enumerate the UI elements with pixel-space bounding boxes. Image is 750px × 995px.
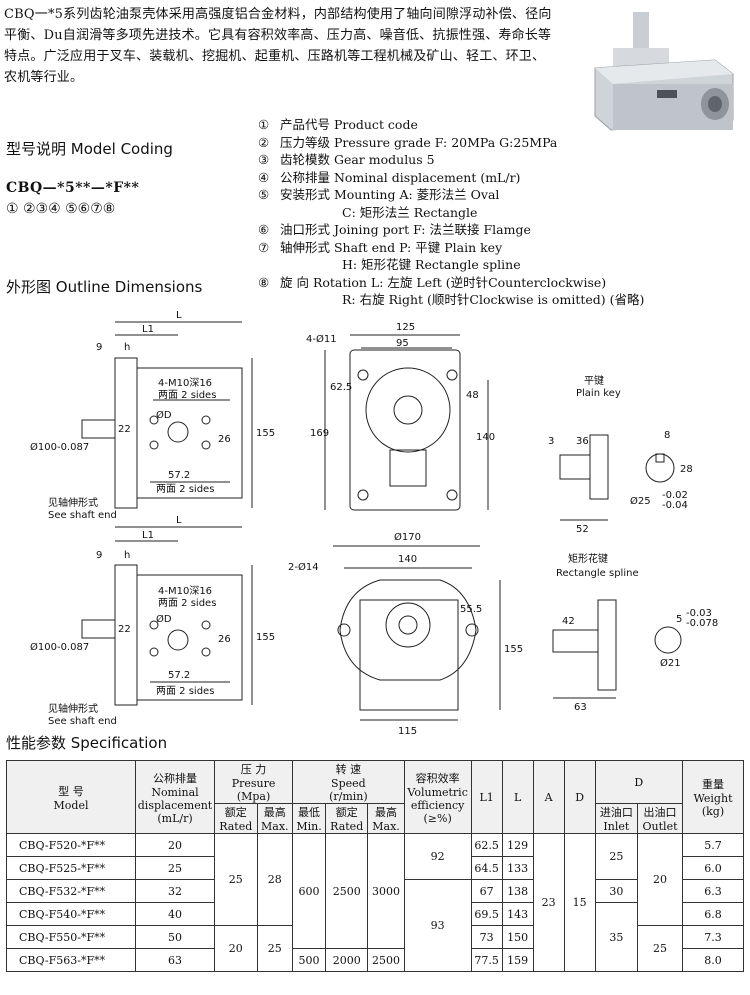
dim-label: h <box>124 550 130 561</box>
table-row: CBQ-F563-*F** 63 500 2000 2500 77.5 159 … <box>6 948 744 972</box>
legend-item: H: 矩形花键 Rectangle spline <box>342 257 521 272</box>
dim-label: Ø21 <box>660 657 681 669</box>
dim-label: 48 <box>466 390 479 401</box>
dim-label: 平键 <box>584 374 604 387</box>
model-code-numbers: ① ②③④ ⑤⑥⑦⑧ <box>6 201 116 217</box>
dim-label: See shaft end <box>48 716 117 727</box>
dim-label: Ø25 <box>630 495 651 507</box>
dim-label: L1 <box>142 530 154 541</box>
dim-label: 125 <box>396 322 415 333</box>
table-row: CBQ-F532-*F** 32 93 67 138 30 6.3 <box>6 879 744 972</box>
dim-label: 3 <box>548 436 554 447</box>
dim-label: 115 <box>398 726 417 737</box>
dim-label: 22 <box>118 424 131 435</box>
dim-label: 42 <box>562 616 575 627</box>
dim-label: Ø170 <box>394 531 421 543</box>
dim-label: L <box>176 515 182 526</box>
intro-paragraph: CBQ一*5系列齿轮油泵壳体采用高强度铝合金材料，内部结构使用了轴向间隙浮动补偿… <box>4 7 552 85</box>
dim-label: 两面 2 sides <box>158 598 216 609</box>
dim-label: ØD <box>156 409 172 421</box>
spec-title: 性能参数 Specification <box>6 734 168 752</box>
dim-label: -0.04 <box>662 500 688 511</box>
dim-label: 155 <box>256 428 275 439</box>
dim-label: h <box>124 342 130 353</box>
dim-label: See shaft end <box>48 510 117 521</box>
dim-label: Plain key <box>576 388 621 399</box>
dim-label: 57.2 <box>168 470 190 481</box>
pump-photo <box>565 8 747 134</box>
dim-label: 22 <box>118 624 131 635</box>
dim-label: 26 <box>218 634 231 645</box>
dim-label: 155 <box>256 632 275 643</box>
outline-title: 外形图 Outline Dimensions <box>6 278 203 296</box>
dim-label: 见轴伸形式 <box>48 496 98 509</box>
dim-label: Ø100-0.087 <box>30 441 89 453</box>
dim-label: -0.02 <box>662 490 688 501</box>
dim-label: -0.03 <box>686 608 712 619</box>
dim-label: -0.078 <box>686 618 718 629</box>
dim-label: 140 <box>476 432 495 443</box>
dim-label: L <box>176 310 182 321</box>
dim-label: 36 <box>576 436 589 447</box>
table-row: CBQ-F520-*F** 20 25 28 600 2500 3000 92 … <box>6 833 744 972</box>
table-row: CBQ-F525-*F** 25 64.5 133 6.0 <box>6 856 744 880</box>
dim-label: ØD <box>156 613 172 625</box>
dim-label: 95 <box>396 338 409 349</box>
dim-label: 9 <box>96 550 102 561</box>
legend-item: R: 右旋 Right (顺时针Clockwise is omitted) (省… <box>342 292 645 307</box>
dim-label: 140 <box>398 554 417 565</box>
dim-label: 两面 2 sides <box>158 390 216 401</box>
dim-label: 矩形花键 <box>568 552 608 565</box>
model-coding-title: 型号说明 Model Coding <box>6 140 173 158</box>
dim-label: Ø100-0.087 <box>30 641 89 653</box>
dim-label: 26 <box>218 434 231 445</box>
dim-label: 55.5 <box>460 604 482 615</box>
dim-label: 4-M10深16 <box>158 377 212 389</box>
dim-label: 5 <box>676 614 682 625</box>
dim-label: 两面 2 sides <box>156 686 214 697</box>
dim-label: 两面 2 sides <box>156 484 214 495</box>
dim-label: 57.2 <box>168 670 190 681</box>
outline-drawing: L L1 9 h 4-M10深16 两面 2 sides ØD 22 26 15… <box>30 310 718 737</box>
dim-label: 52 <box>576 524 589 535</box>
table-row: CBQ-F550-*F** 50 20 25 73 150 25 7.3 <box>6 925 744 972</box>
dim-label: 见轴伸形式 <box>48 702 98 715</box>
dim-label: 155 <box>504 644 523 655</box>
dim-label: 62.5 <box>330 382 352 393</box>
dim-label: Rectangle spline <box>556 568 639 579</box>
dim-label: 8 <box>664 430 670 441</box>
dim-label: 63 <box>574 702 587 713</box>
legend-item: C: 矩形法兰 Rectangle <box>342 204 478 220</box>
dim-label: 2-Ø14 <box>288 561 319 573</box>
dim-label: 169 <box>310 428 329 439</box>
dim-label: 4-M10深16 <box>158 585 212 597</box>
dim-label: 28 <box>680 464 693 475</box>
dim-label: 9 <box>96 342 102 353</box>
dim-label: L1 <box>142 324 154 335</box>
dim-label: 4-Ø11 <box>306 333 337 345</box>
model-code: CBQ—*5**—*F** <box>6 180 140 196</box>
